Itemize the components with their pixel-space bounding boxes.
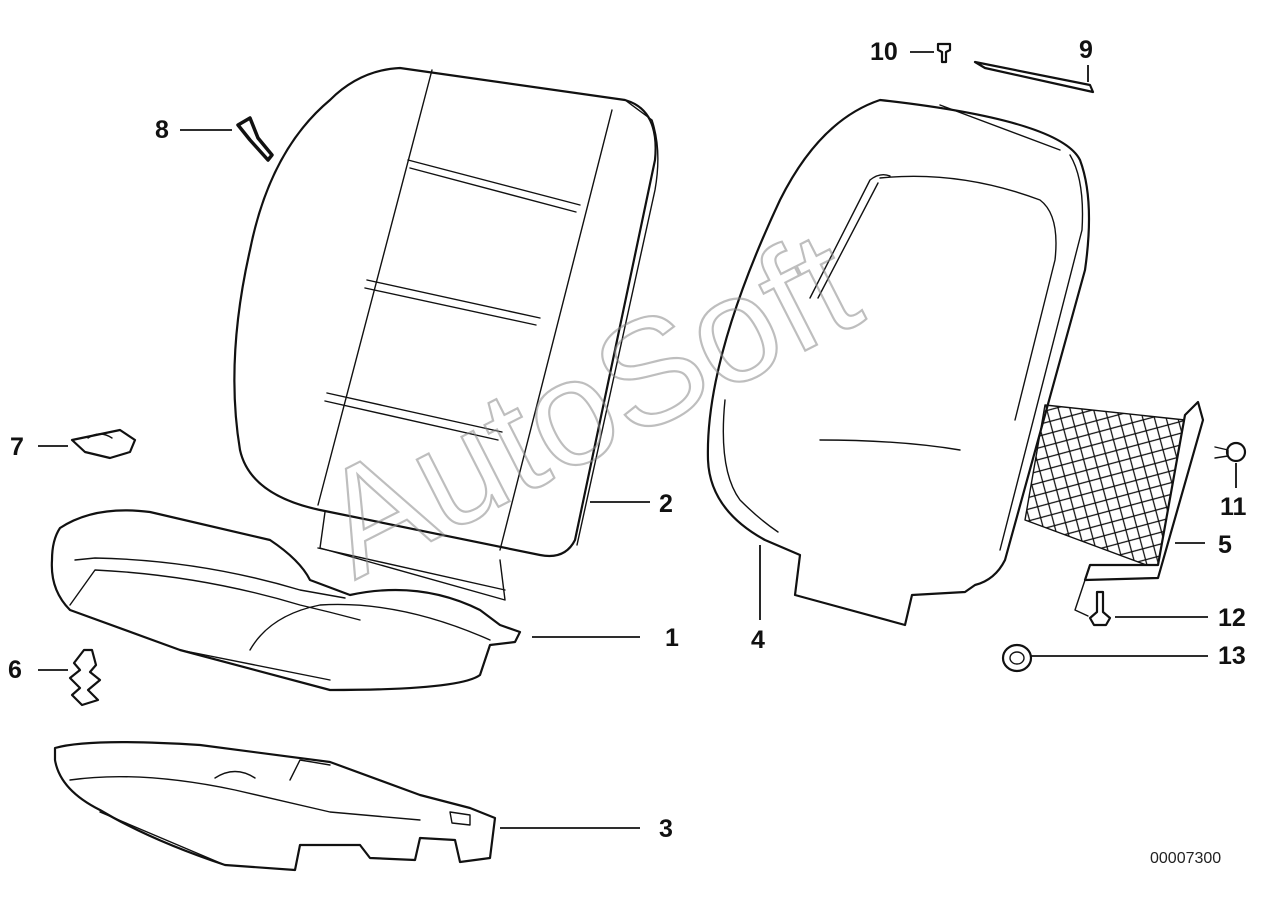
callout-1: 1	[665, 624, 679, 652]
reference-number: 00007300	[1150, 850, 1221, 867]
callout-12: 12	[1218, 604, 1246, 632]
clip-part-6	[68, 648, 102, 707]
backrest-cushion	[233, 66, 659, 601]
callout-8: 8	[155, 116, 169, 144]
leader-lines	[38, 51, 1237, 829]
callout-4: 4	[751, 626, 765, 654]
callout-2: 2	[659, 490, 673, 518]
screw-part-10	[936, 42, 952, 64]
callout-7: 7	[10, 433, 24, 461]
backrest-rear-panel	[706, 98, 1091, 627]
callout-3: 3	[659, 815, 673, 843]
grommet-part-13	[1001, 643, 1033, 673]
seat-pan	[53, 741, 497, 872]
clip-part-7	[70, 428, 137, 460]
callout-10: 10	[870, 38, 898, 66]
callout-13: 13	[1218, 642, 1246, 670]
wire-hook-part-8	[236, 116, 274, 162]
callout-9: 9	[1079, 36, 1093, 64]
screw-part-12	[1088, 590, 1112, 627]
callout-5: 5	[1218, 531, 1232, 559]
callout-6: 6	[8, 656, 22, 684]
map-pocket-net	[1024, 400, 1205, 617]
callout-11: 11	[1220, 493, 1247, 521]
seat-cushion	[50, 509, 522, 692]
rivet-part-11	[1214, 441, 1247, 463]
trim-strip-part-9	[973, 60, 1095, 94]
